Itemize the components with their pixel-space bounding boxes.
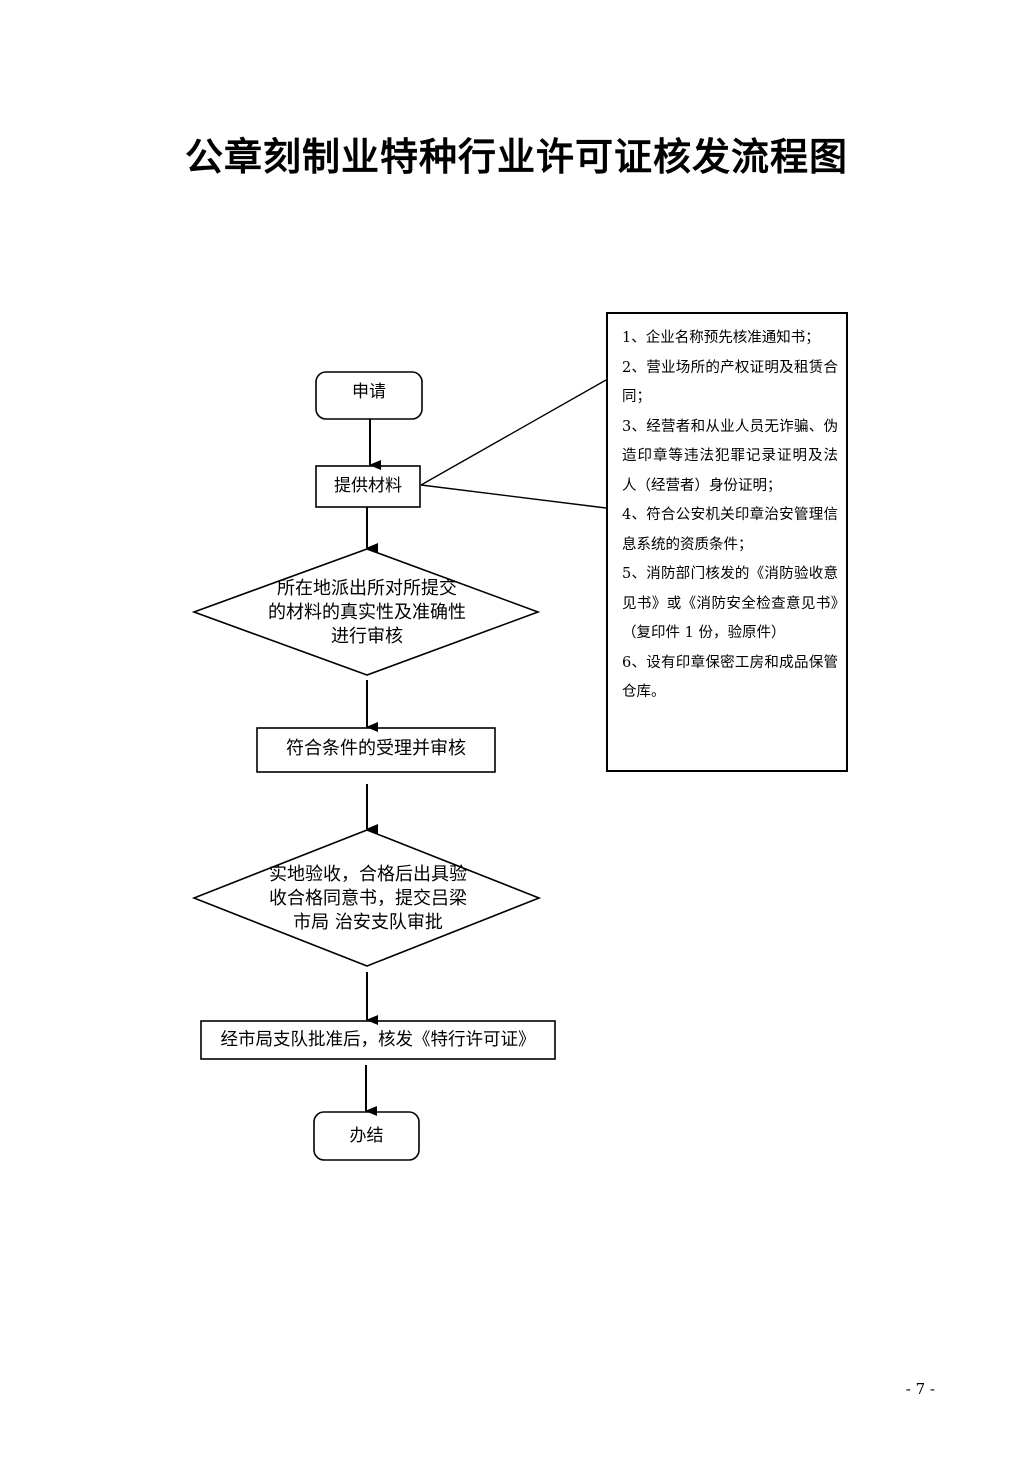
review-authenticity-node: 所在地派出所对所提交 的材料的真实性及准确性 进行审核 xyxy=(268,578,466,647)
start-node: 申请 xyxy=(352,382,386,402)
page-title: 公章刻制业特种行业许可证核发流程图 xyxy=(184,135,848,179)
page-number: - 7 - xyxy=(905,1380,935,1398)
requirement-item: 1、企业名称预先核准通知书； xyxy=(622,330,820,346)
review-diamond-shape xyxy=(191,548,541,676)
accept-review-shape xyxy=(256,727,496,773)
callout-line-bottom xyxy=(420,484,607,509)
issue-license-shape xyxy=(200,1020,556,1060)
end-node: 办结 xyxy=(349,1126,384,1146)
requirement-item: 2、营业场所的产权证明及租赁合同； xyxy=(622,359,838,406)
requirement-item: 4、符合公安机关印章治安管理信息系统的资质条件； xyxy=(622,507,838,553)
accept-review-node: 符合条件的受理并审核 xyxy=(286,738,466,759)
callout-line-top xyxy=(420,379,607,486)
requirements-box: 1、企业名称预先核准通知书； 2、营业场所的产权证明及租赁合同； 3、经营者和从… xyxy=(606,312,848,772)
site-inspection-node: 实地验收，合格后出具验 收合格同意书，提交吕梁 市局 治安支队审批 xyxy=(269,864,467,933)
requirement-item: 5、消防部门核发的《消防验收意见书》或《消防安全检查意见书》（复印件 1 份，验… xyxy=(622,566,838,641)
inspection-diamond-shape xyxy=(191,829,542,967)
requirement-item: 6、设有印章保密工房和成品保管仓库。 xyxy=(622,654,838,701)
issue-license-node: 经市局支队批准后，核发《特行许可证》 xyxy=(220,1030,536,1050)
provide-materials-node: 提供材料 xyxy=(334,476,402,496)
requirement-item: 3、经营者和从业人员无诈骗、伪造印章等违法犯罪记录证明及法人（经营者）身份证明； xyxy=(622,418,838,494)
